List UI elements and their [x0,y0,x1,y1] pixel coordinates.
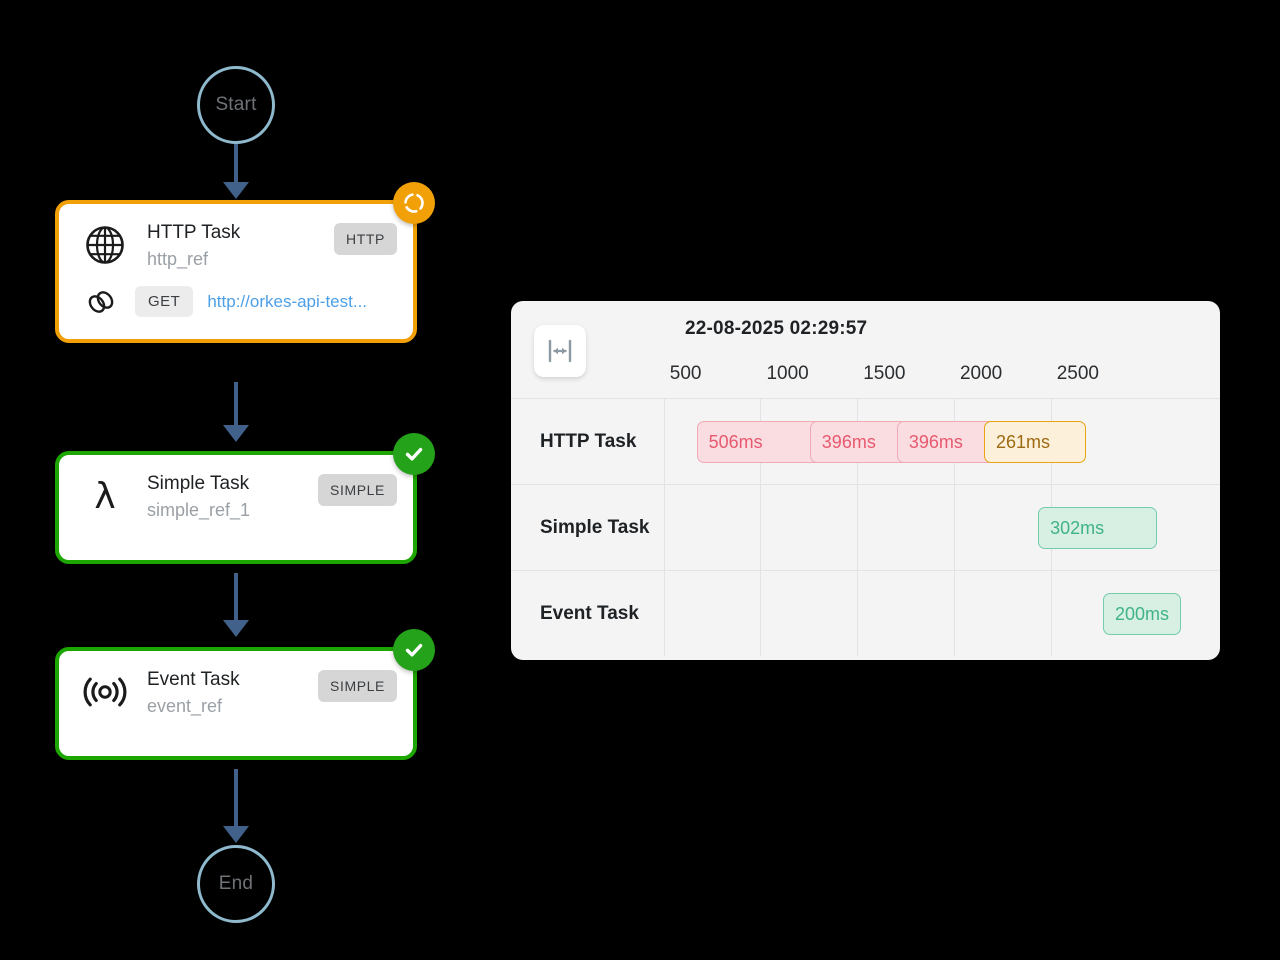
task-node-event-task[interactable]: Event Task event_ref SIMPLE [55,629,435,760]
task-node-http-details: GET http://orkes-api-test... [59,285,413,339]
task-node-header: Event Task event_ref SIMPLE [59,651,413,732]
timeline-gridline [760,571,762,656]
task-node-text: HTTP Task http_ref [147,220,316,271]
timeline-bar[interactable]: 302ms [1038,507,1157,549]
edge-event-to-end [234,769,238,831]
edge-start-to-http [234,144,238,188]
task-node-text: Event Task event_ref [147,667,300,718]
task-title: Simple Task [147,473,250,494]
timeline-row-label: HTTP Task [540,431,637,452]
svg-text:λ: λ [94,476,115,517]
timeline-gridline [953,571,955,656]
spinner-icon [393,182,435,224]
arrow-head-simple-to-event [223,620,249,637]
task-node-header: HTTP Task http_ref HTTP [59,204,413,285]
task-node-text: Simple Task simple_ref_1 [147,471,300,522]
task-type-chip: SIMPLE [318,670,397,702]
timeline-bar[interactable]: 200ms [1102,593,1182,635]
timeline-gridline [663,485,665,570]
timeline-row-label: Simple Task [540,517,650,538]
task-title: HTTP Task [147,222,241,243]
axis-tick-label: 1000 [766,363,809,384]
end-node-label: End [218,873,254,894]
workflow-graph: Start [0,0,500,960]
task-reference-name: event_ref [147,695,223,716]
task-node-http-task[interactable]: HTTP Task http_ref HTTP GET http://orkes… [55,182,435,343]
timeline-datetime: 22-08-2025 02:29:57 [685,318,868,339]
task-node-header: λ Simple Task simple_ref_1 SIMPLE [59,455,413,536]
arrow-head-start-to-http [223,182,249,199]
http-url-link[interactable]: http://orkes-api-test... [207,291,368,311]
fit-to-width-button[interactable] [534,325,586,377]
timeline-header: 22-08-2025 02:29:57 500 1000 1500 2000 2500 [511,301,1220,398]
timeline-axis-ticks: 500 1000 1500 2000 2500 [670,363,1220,393]
end-node[interactable]: End [197,845,275,923]
timeline-gridline [663,399,665,484]
task-reference-name: simple_ref_1 [147,499,251,520]
edge-simple-to-event [234,573,238,623]
task-node-spacer [59,536,413,560]
arrow-head-http-to-simple [223,425,249,442]
edge-http-to-simple [234,382,238,430]
arrow-head-event-to-end [223,826,249,843]
timeline-row-label: Event Task [540,603,639,624]
timeline-row-lane: 200ms [663,571,1220,656]
timeline-row: Event Task 200ms [511,570,1220,656]
link-icon [81,285,121,319]
axis-tick-label: 500 [669,363,702,384]
timeline-gridline [663,571,665,656]
task-title: Event Task [147,669,240,690]
axis-tick-label: 2500 [1056,363,1099,384]
task-type-chip: HTTP [334,223,397,255]
start-node-label: Start [215,94,257,115]
task-type-chip: SIMPLE [318,474,397,506]
task-reference-name: http_ref [147,248,209,269]
globe-icon [81,221,129,269]
axis-tick-label: 1500 [863,363,906,384]
lambda-icon: λ [81,472,129,520]
timeline-gridline [953,485,955,570]
timeline-gridline [1050,571,1052,656]
timeline-bar[interactable]: 261ms [983,421,1087,463]
timeline-gridline [857,485,859,570]
task-node-spacer [59,732,413,756]
timeline-row-lane: 302ms [663,485,1220,570]
task-node-simple-task[interactable]: λ Simple Task simple_ref_1 SIMPLE [55,433,435,564]
start-node[interactable]: Start [197,66,275,144]
horizontal-resize-icon [548,339,572,363]
timeline-row: Simple Task 302ms [511,484,1220,570]
timeline-gridline [857,571,859,656]
axis-tick-label: 2000 [959,363,1003,384]
http-method-chip: GET [135,286,194,318]
check-icon [393,433,435,475]
broadcast-icon [81,668,129,716]
check-icon [393,629,435,671]
timeline-gridline [760,485,762,570]
